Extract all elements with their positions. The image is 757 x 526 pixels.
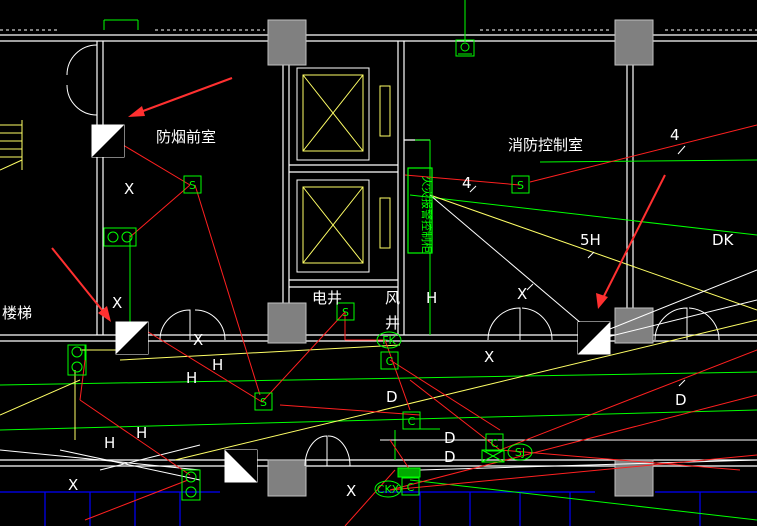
module-s-4: S: [254, 392, 273, 411]
smoke-vent-right: [577, 321, 611, 355]
damper-box: [397, 449, 505, 478]
label-fire-panel: 火灾报警控制柜: [420, 176, 434, 253]
module-s-1-text: S: [189, 179, 196, 192]
pump-sj-text: SJ: [515, 446, 525, 459]
wire-label-h1: H: [426, 289, 437, 307]
fire-valve-fk: FK: [376, 331, 402, 349]
wire-label-x2: X: [112, 294, 122, 312]
module-c-1-text: C: [386, 355, 394, 368]
module-s-3-text: S: [342, 306, 349, 319]
red-wires: [79, 124, 757, 526]
alarm-device-top: [455, 39, 475, 57]
module-s-2-text: S: [517, 179, 524, 192]
module-c-4-text: C: [407, 481, 415, 494]
module-c-3-text: C: [491, 437, 499, 450]
wire-label-h5: H: [136, 424, 147, 442]
wire-label-4a: 4: [670, 126, 680, 144]
wire-label-x3: X: [193, 331, 203, 349]
module-s-1: S: [183, 175, 202, 194]
annotation-arrows: [51, 77, 666, 322]
smoke-vent-lower-left: [115, 321, 149, 355]
structural-columns: [267, 19, 654, 497]
smoke-vent-bottom: [224, 449, 258, 483]
wire-label-x1: X: [124, 180, 134, 198]
wire-labels: 4 4 5H DK H H H H H X X X X X X X D D D …: [68, 126, 735, 500]
module-c-3: C: [485, 433, 504, 452]
room-labels: 防烟前室 消防控制室 楼梯 电井 风 井 火灾报警控制柜: [2, 128, 583, 332]
label-smoke-room: 防烟前室: [156, 128, 216, 146]
wire-label-5h: 5H: [580, 231, 601, 249]
wire-label-x5: X: [484, 348, 494, 366]
controller-ckx: CKX: [374, 480, 402, 498]
controller-ckx-text: CKX: [377, 483, 400, 496]
wire-label-h2: H: [212, 356, 223, 374]
label-wind-shaft-1: 风: [385, 289, 400, 307]
label-stairs: 楼梯: [2, 304, 32, 322]
module-c-2-text: C: [408, 415, 416, 428]
module-s-4-text: S: [260, 396, 267, 409]
alarm-device-corridor: [67, 344, 87, 376]
wire-label-x4: X: [517, 285, 527, 303]
module-c-2: C: [402, 411, 421, 430]
elevator-shafts: [296, 67, 391, 273]
walls: [0, 34, 757, 467]
door-swings: [66, 44, 720, 467]
smoke-vent-upper: [91, 124, 125, 158]
wire-label-h3: H: [186, 369, 197, 387]
module-s-3: S: [336, 302, 355, 321]
module-s-2: S: [511, 175, 530, 194]
module-c-4: C: [401, 477, 420, 496]
label-elec-shaft: 电井: [312, 289, 342, 307]
wire-ticks: [469, 145, 686, 387]
wire-label-x6: X: [68, 476, 78, 494]
label-wind-shaft-2: 井: [385, 314, 400, 332]
wire-label-h4: H: [104, 434, 115, 452]
module-c-1: C: [380, 351, 399, 370]
stair-treads: [0, 120, 23, 171]
wire-label-d1: D: [386, 388, 398, 406]
label-fire-control-room: 消防控制室: [508, 136, 583, 154]
blue-lines: [0, 491, 757, 526]
wire-label-4b: 4: [462, 174, 472, 192]
white-wires: [0, 194, 757, 481]
alarm-device-bottom: [181, 469, 201, 501]
fire-alarm-control-panel: [407, 167, 433, 254]
wire-label-x7: X: [346, 482, 356, 500]
wire-label-dk: DK: [712, 231, 735, 249]
wire-label-d3: D: [444, 448, 456, 466]
alarm-device-left: [103, 227, 137, 247]
wire-label-d4: D: [675, 391, 687, 409]
wire-label-d2: D: [444, 429, 456, 447]
fire-valve-fk-text: FK: [382, 334, 396, 347]
pump-sj: SJ: [507, 443, 533, 461]
